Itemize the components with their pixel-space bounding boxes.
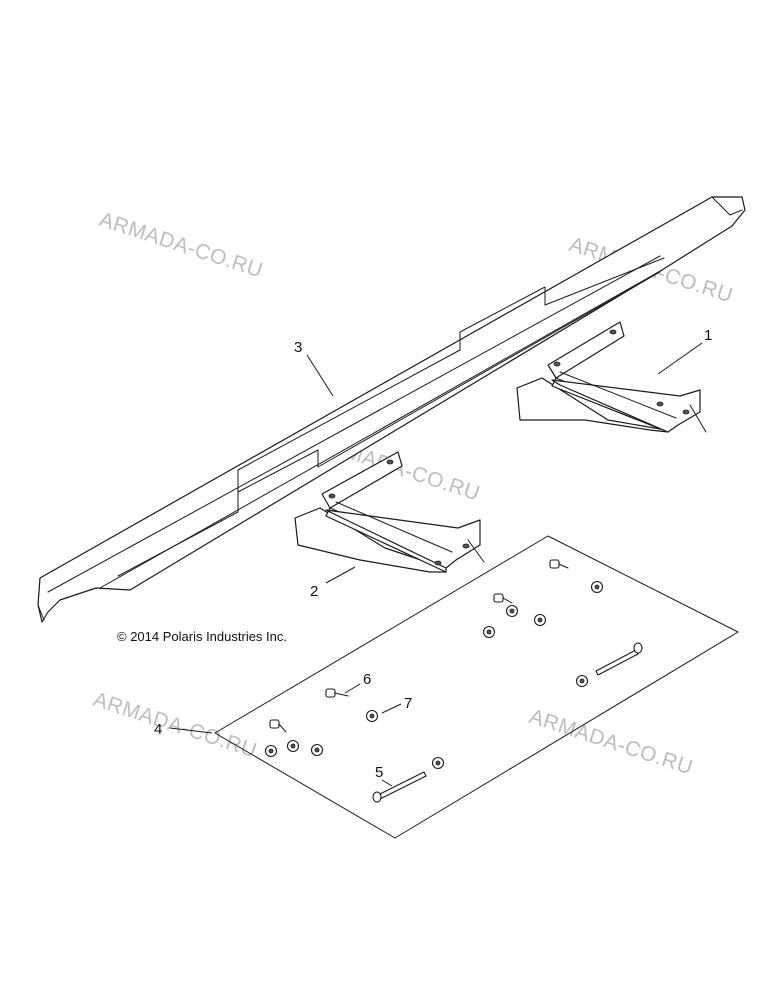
rail-part [37, 196, 746, 623]
bolt [269, 719, 287, 733]
callout-1: 1 [704, 327, 712, 344]
long-bolt [595, 642, 643, 676]
callout-7: 7 [404, 695, 412, 712]
bolt [549, 559, 569, 569]
bracket-center [294, 451, 485, 573]
bracket-right [516, 321, 707, 433]
leader-5 [381, 779, 393, 787]
callout-6: 6 [363, 671, 371, 688]
copyright-text: © 2014 Polaris Industries Inc. [117, 629, 287, 644]
bolt [325, 688, 349, 698]
hardware-items [264, 559, 643, 803]
callout-2: 2 [310, 583, 318, 600]
watermark-top-left: ARMADA-CO.RU [96, 208, 265, 283]
callout-3: 3 [294, 339, 302, 356]
hardware-kit-outline [214, 535, 739, 839]
leader-1 [657, 342, 703, 375]
leader-7 [381, 703, 402, 714]
callout-4: 4 [154, 721, 162, 738]
callout-5: 5 [375, 764, 383, 781]
watermark-bottom-right: ARMADA-CO.RU [526, 705, 695, 780]
leader-4 [169, 727, 213, 734]
long-bolt [372, 771, 427, 803]
bolt [493, 593, 513, 604]
leader-2 [325, 566, 356, 584]
leader-6 [344, 683, 361, 694]
leader-3 [306, 354, 334, 397]
watermark-bottom-left: ARMADA-CO.RU [90, 688, 259, 763]
